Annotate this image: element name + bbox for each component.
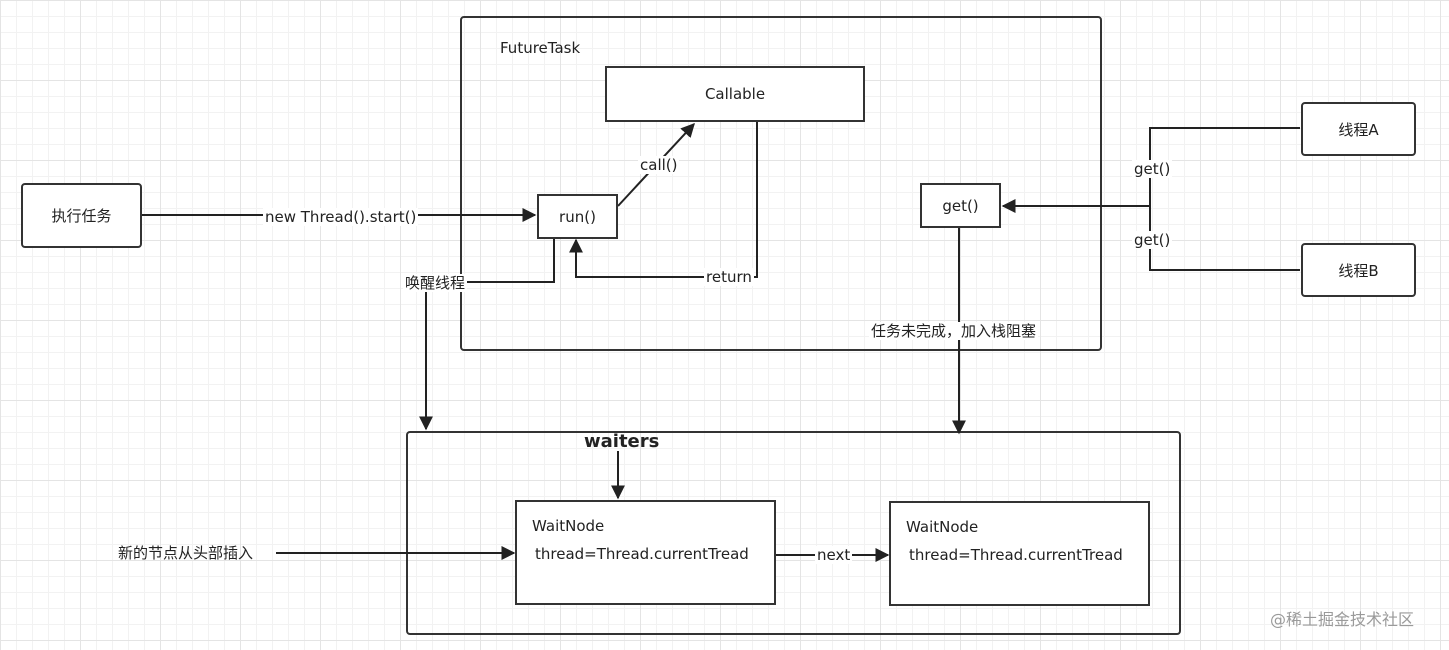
wait-node-2-field: thread=Thread.currentTread bbox=[909, 546, 1123, 564]
wait-node-1-field: thread=Thread.currentTread bbox=[535, 545, 749, 563]
execute-task-node: 执行任务 bbox=[21, 183, 142, 248]
get-node: get() bbox=[920, 183, 1001, 228]
label-get-a: get() bbox=[1132, 160, 1173, 178]
wait-node-1: WaitNode thread=Thread.currentTread bbox=[515, 500, 776, 605]
watermark: @稀土掘金技术社区 bbox=[1270, 610, 1415, 629]
waiters-title: waiters bbox=[584, 431, 660, 452]
futuretask-container bbox=[460, 16, 1102, 351]
edge-return bbox=[569, 121, 758, 278]
waiters-container bbox=[406, 431, 1181, 635]
label-return: return bbox=[704, 268, 754, 286]
edge-get-a bbox=[1149, 127, 1300, 206]
label-blocked: 任务未完成，加入栈阻塞 bbox=[869, 322, 1039, 340]
label-insert-head: 新的节点从头部插入 bbox=[118, 544, 254, 562]
thread-b-node: 线程B bbox=[1301, 243, 1416, 297]
thread-a-node: 线程A bbox=[1301, 102, 1416, 156]
label-next: next bbox=[815, 546, 853, 564]
label-wake-thread: 唤醒线程 bbox=[403, 274, 468, 292]
callable-node: Callable bbox=[605, 66, 865, 122]
edge-get-b bbox=[1149, 206, 1300, 271]
label-get-b: get() bbox=[1132, 231, 1173, 249]
label-new-thread-start: new Thread().start() bbox=[263, 208, 419, 226]
wait-node-1-title: WaitNode bbox=[532, 517, 605, 535]
wait-node-2: WaitNode thread=Thread.currentTread bbox=[889, 501, 1150, 606]
wait-node-2-title: WaitNode bbox=[906, 518, 979, 536]
futuretask-title: FutureTask bbox=[500, 39, 581, 57]
run-node: run() bbox=[537, 194, 618, 239]
label-call: call() bbox=[638, 156, 680, 174]
edge-wake-thread bbox=[419, 238, 555, 431]
